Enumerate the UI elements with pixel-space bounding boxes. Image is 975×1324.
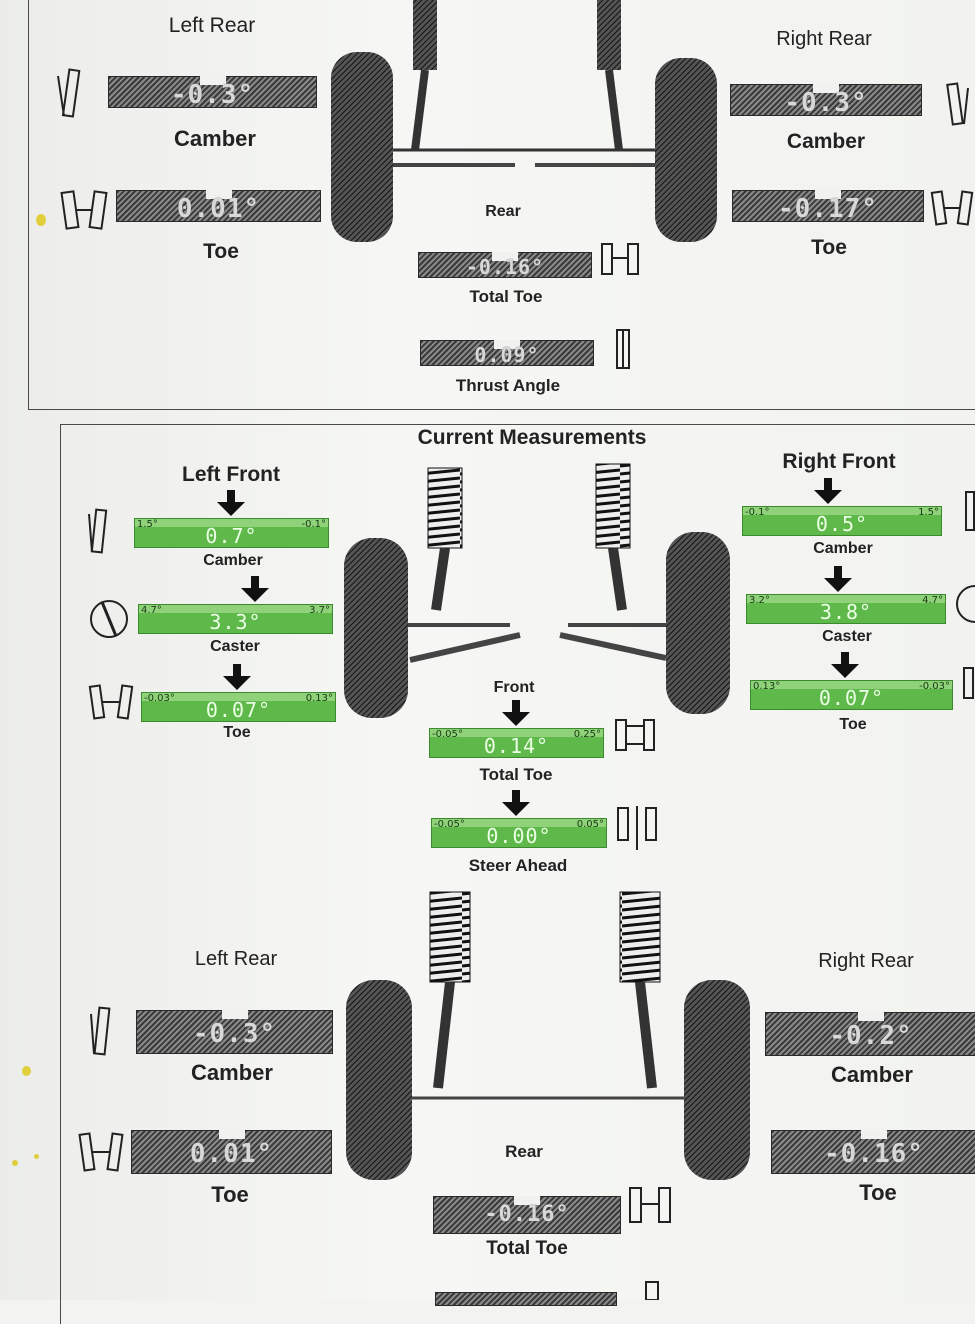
bottom-rear-suspension-illustration xyxy=(346,891,750,1180)
right-rear-camber-label: Camber xyxy=(786,130,866,153)
front-total-toe-meter: -0.05° 0.25° 0.14° xyxy=(429,720,604,758)
right-front-toe-meter: 0.13° -0.03° 0.07° xyxy=(750,672,953,710)
left-rear-toe-bar: 0.01° xyxy=(116,190,321,224)
steer-ahead-label: Steer Ahead xyxy=(468,856,568,875)
camber-icon xyxy=(946,82,969,126)
steer-ahead-icon xyxy=(617,806,657,850)
left-rear-toe-label: Toe xyxy=(203,240,239,263)
thrust-angle-bar: 0.09° xyxy=(420,340,594,367)
right-front-camber-label: Camber xyxy=(813,540,873,557)
caster-icon xyxy=(90,600,128,638)
toe-icon xyxy=(963,667,974,699)
right-front-camber-meter: -0.1° 1.5° 0.5° xyxy=(742,498,942,536)
total-toe-icon xyxy=(601,243,639,275)
right-rear-toe-label: Toe xyxy=(811,236,847,259)
thrust-angle-label: Thrust Angle xyxy=(455,376,561,395)
bottom-thrust-bar-partial xyxy=(435,1292,617,1306)
front-total-toe-label: Total Toe xyxy=(479,765,553,784)
toe-icon xyxy=(88,684,134,720)
rear-suspension-illustration xyxy=(331,0,717,242)
current-measurements-title: Current Measurements xyxy=(417,426,647,449)
left-front-title: Left Front xyxy=(182,463,280,486)
camber-icon xyxy=(90,1006,111,1056)
camber-icon xyxy=(57,68,81,118)
right-front-caster-meter: 3.2° 4.7° 3.8° xyxy=(746,586,946,624)
bottom-right-rear-title: Right Rear xyxy=(818,950,914,972)
bottom-right-rear-camber-bar: -0.2° xyxy=(765,1012,975,1056)
left-front-toe-meter: -0.03° 0.13° 0.07° xyxy=(141,684,336,722)
left-rear-title: Left Rear xyxy=(168,14,256,37)
right-rear-title: Right Rear xyxy=(776,28,872,50)
left-front-caster-label: Caster xyxy=(210,638,260,655)
bottom-rear-total-toe-bar: -0.16° xyxy=(433,1196,621,1234)
bottom-rear-total-toe-label: Total Toe xyxy=(486,1238,568,1259)
paper-mark xyxy=(12,1160,18,1166)
total-toe-icon xyxy=(615,719,655,751)
rear-center-label: Rear xyxy=(485,203,521,220)
rear-total-toe-label: Total Toe xyxy=(469,287,543,306)
rear-panel-top xyxy=(28,0,975,410)
left-front-camber-meter: 1.5° -0.1° 0.7° xyxy=(134,510,329,548)
paper-mark xyxy=(36,214,46,226)
steer-ahead-meter: -0.05° 0.05° 0.00° xyxy=(431,810,607,848)
caster-icon xyxy=(956,585,975,623)
toe-icon xyxy=(60,190,108,230)
camber-icon xyxy=(965,491,975,531)
bottom-right-rear-toe-bar: -0.16° xyxy=(771,1130,975,1174)
thrust-angle-icon xyxy=(645,1281,659,1300)
toe-icon xyxy=(78,1132,124,1172)
current-measurements-panel xyxy=(60,424,975,1324)
bottom-left-rear-camber-label: Camber xyxy=(191,1060,273,1085)
camber-icon xyxy=(88,508,108,554)
paper-mark xyxy=(34,1154,39,1159)
bottom-right-rear-toe-label: Toe xyxy=(859,1180,897,1205)
bottom-left-rear-title: Left Rear xyxy=(194,948,278,970)
bottom-left-rear-camber-bar: -0.3° xyxy=(136,1010,333,1054)
front-center-label: Front xyxy=(493,679,535,696)
left-front-toe-label: Toe xyxy=(223,724,251,741)
right-rear-camber-bar: -0.3° xyxy=(730,84,922,118)
rear-total-toe-bar: -0.16° xyxy=(418,252,592,279)
bottom-left-rear-toe-label: Toe xyxy=(211,1182,249,1207)
right-front-toe-label: Toe xyxy=(839,716,867,733)
bottom-right-rear-camber-label: Camber xyxy=(831,1062,913,1087)
bottom-left-rear-toe-bar: 0.01° xyxy=(131,1130,332,1174)
left-rear-camber-bar: -0.3° xyxy=(108,76,317,110)
total-toe-icon xyxy=(629,1187,671,1223)
left-rear-camber-label: Camber xyxy=(174,126,256,151)
right-rear-toe-bar: -0.17° xyxy=(732,190,924,224)
front-suspension-illustration xyxy=(344,463,730,718)
left-front-caster-meter: 4.7° 3.7° 3.3° xyxy=(138,596,333,634)
thrust-angle-icon xyxy=(616,329,630,369)
right-front-title: Right Front xyxy=(782,450,896,473)
toe-icon xyxy=(930,190,974,226)
bottom-rear-center-label: Rear xyxy=(505,1142,543,1161)
paper-mark xyxy=(22,1066,31,1076)
right-front-caster-label: Caster xyxy=(822,628,872,645)
left-front-camber-label: Camber xyxy=(203,552,263,569)
